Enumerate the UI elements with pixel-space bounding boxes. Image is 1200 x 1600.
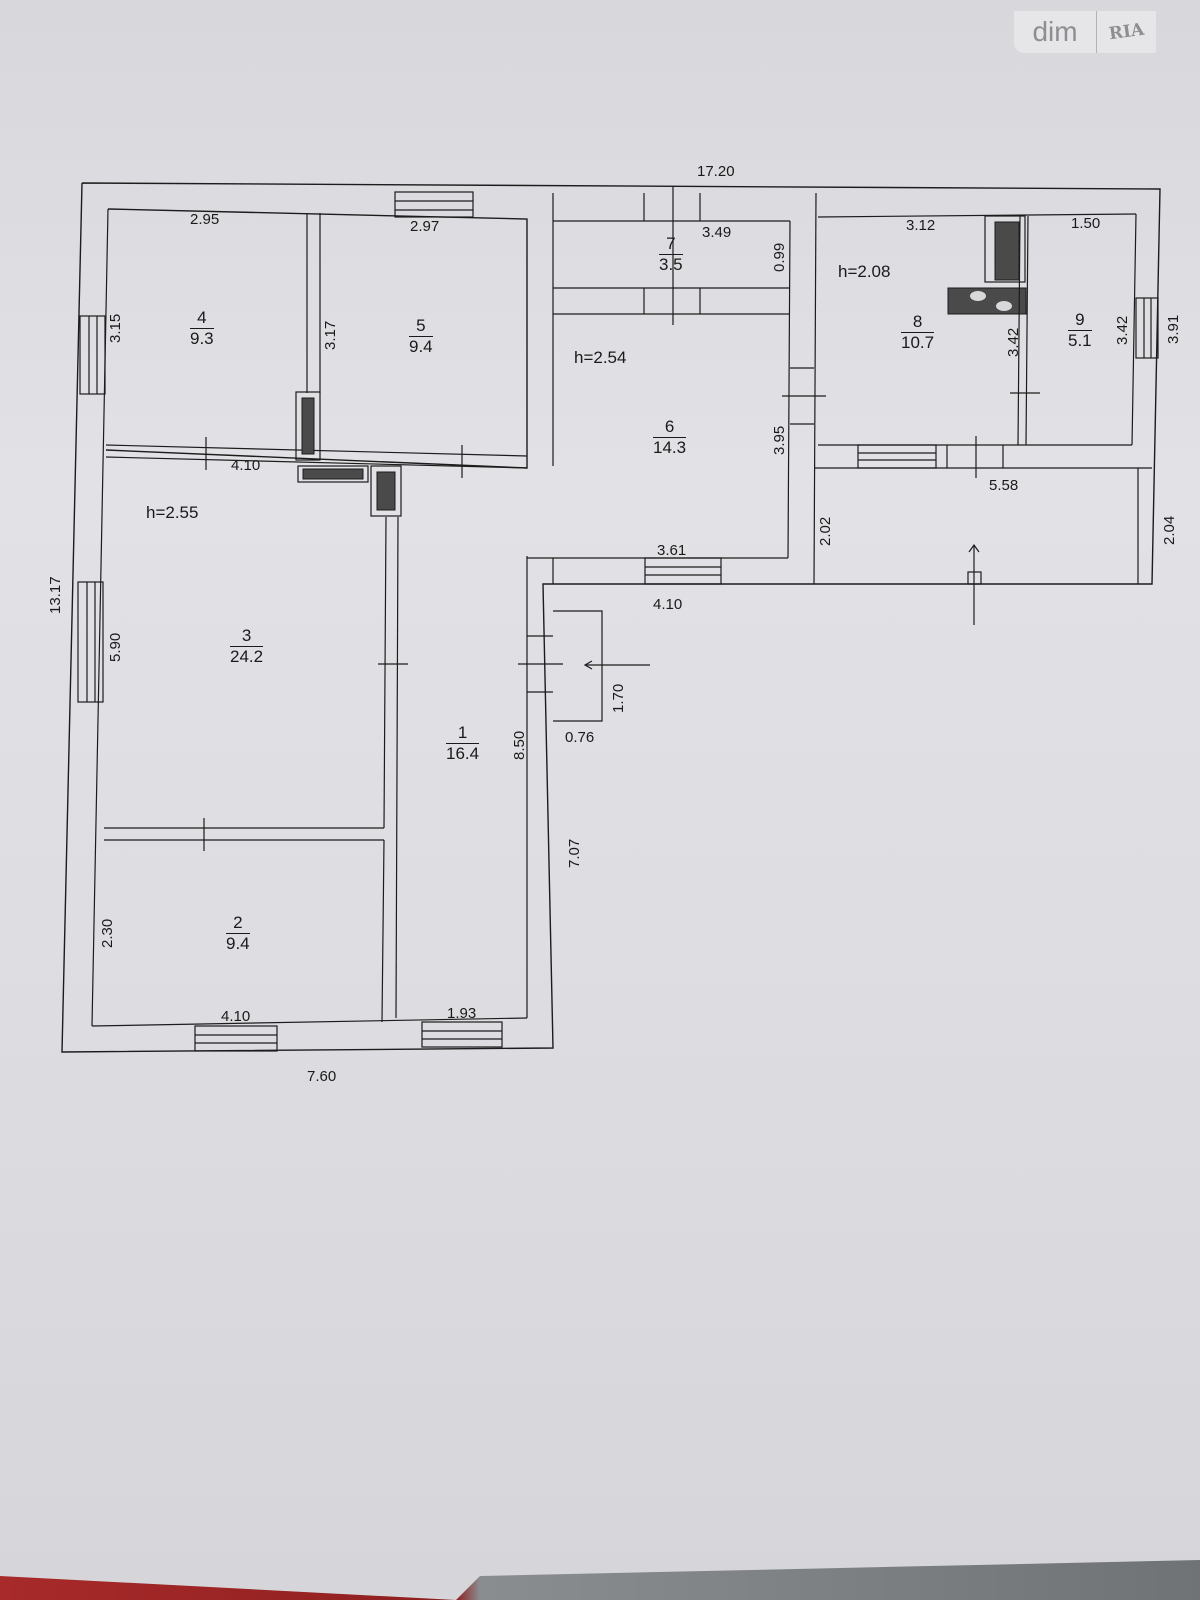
dim-room1-width: 1.93 <box>447 1005 477 1022</box>
dim-porch-width: 5.58 <box>989 477 1019 494</box>
watermark-dim-text: dim <box>1014 11 1097 53</box>
central-block <box>527 186 826 585</box>
dim-room3-top: 4.10 <box>231 457 261 474</box>
dim-room7-height: 0.99 <box>771 242 788 272</box>
dim-porch-height: 2.02 <box>817 516 834 546</box>
dim-top-length: 17.20 <box>697 163 735 180</box>
ceiling-height-annex: h=2.08 <box>838 262 891 281</box>
dim-entry-depth: 1.70 <box>610 683 627 713</box>
dim-room4-height: 3.15 <box>107 313 124 343</box>
dim-room6-width: 3.61 <box>657 542 687 559</box>
dim-lower-right-wall: 7.07 <box>566 838 583 868</box>
stove-annex <box>947 215 1027 315</box>
window-room2 <box>194 1025 278 1052</box>
dim-room3-height: 5.90 <box>107 632 124 662</box>
dim-room5-height: 3.17 <box>322 320 339 350</box>
dim-room7-width: 3.49 <box>702 224 732 241</box>
dim-ria-watermark: dim RIA <box>1014 11 1156 53</box>
dim-corridor-wall: 8.50 <box>511 730 528 760</box>
dim-bottom-width: 7.60 <box>307 1068 337 1085</box>
dim-room8-width: 3.12 <box>906 217 936 234</box>
dim-annex-height: 3.91 <box>1165 314 1182 344</box>
door-marks <box>203 437 463 851</box>
dim-room6-outer: 4.10 <box>653 596 683 613</box>
dim-left-height: 13.17 <box>47 576 64 614</box>
dim-room4-width: 2.95 <box>190 211 220 228</box>
interior-partitions <box>104 213 528 1023</box>
dim-room6-height: 3.95 <box>771 425 788 455</box>
window-room4 <box>79 315 106 395</box>
ceiling-height-central: h=2.54 <box>574 348 627 367</box>
window-room1 <box>421 1021 503 1048</box>
dim-room2-height: 2.30 <box>99 918 116 948</box>
dim-porch-right: 2.04 <box>1161 515 1178 545</box>
annex-block <box>814 213 1159 625</box>
dim-room9-width: 1.50 <box>1071 215 1101 232</box>
window-room3 <box>77 581 104 703</box>
dim-room2-width: 4.10 <box>221 1008 251 1025</box>
dim-room8-height: 3.42 <box>1005 327 1022 357</box>
dim-entry-width: 0.76 <box>565 729 595 746</box>
ceiling-height-main: h=2.55 <box>146 503 199 522</box>
dim-room5-width: 2.97 <box>410 218 440 235</box>
entry-porch <box>518 610 650 722</box>
dim-room9-height: 3.42 <box>1114 315 1131 345</box>
window-room5 <box>394 191 474 218</box>
stove-main <box>295 391 402 517</box>
